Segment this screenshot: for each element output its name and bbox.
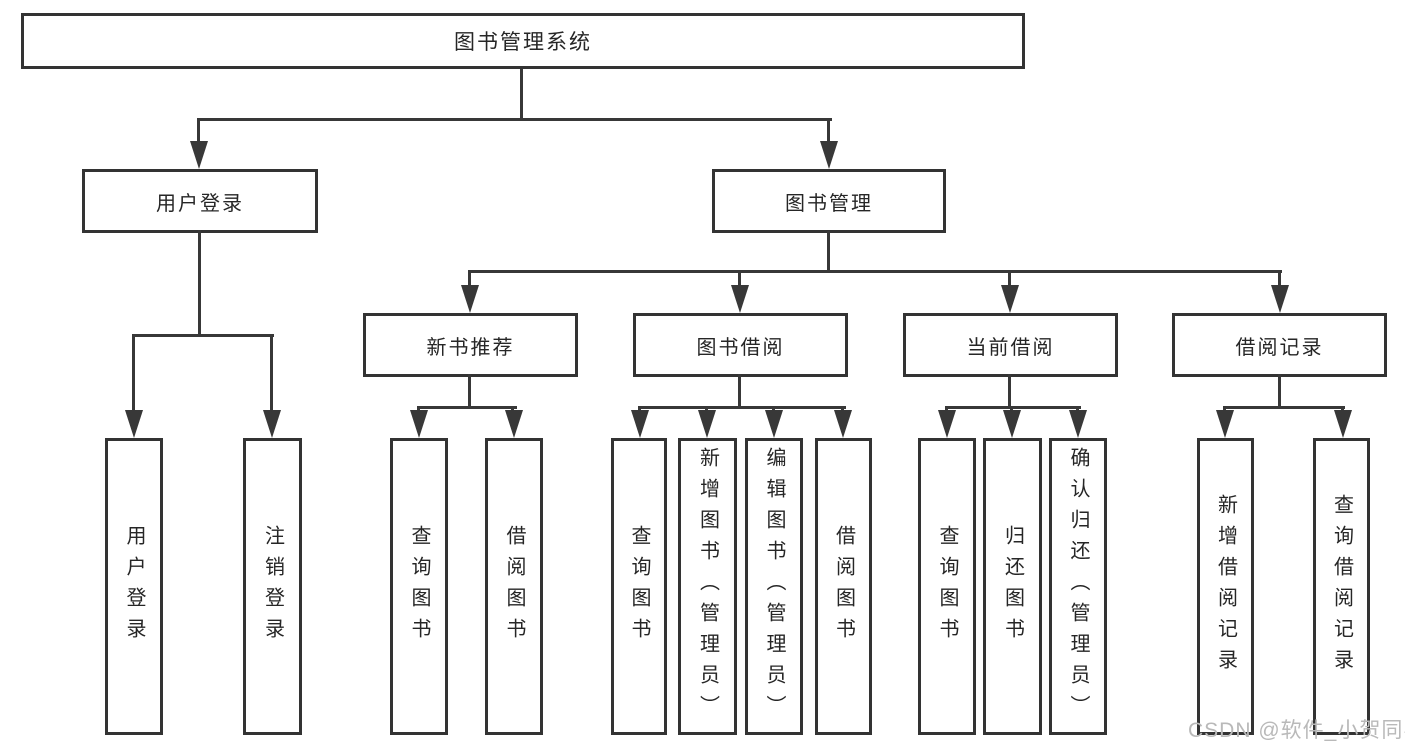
node-current-borrow: 当前借阅 (903, 313, 1118, 377)
connector-drop (511, 406, 514, 412)
arrowhead (190, 141, 208, 169)
arrowhead (505, 410, 523, 438)
arrowhead (834, 410, 852, 438)
connector-drop (945, 406, 948, 412)
leaf-user-login: 用户登录 (105, 438, 163, 735)
connector-drop (841, 406, 844, 412)
arrowhead (938, 410, 956, 438)
leaf-query-books-borrow: 查询图书 (611, 438, 667, 735)
node-root-label: 图书管理系统 (454, 31, 592, 54)
connector-root-branch (197, 118, 832, 121)
connector-drop (1223, 406, 1226, 412)
arrowhead (1334, 410, 1352, 438)
arrowhead (631, 410, 649, 438)
leaf-logout: 注销登录 (243, 438, 302, 735)
connector-drop (270, 334, 273, 410)
connector-borrow-branch (638, 406, 846, 409)
connector-drop (1341, 406, 1344, 412)
arrowhead (125, 410, 143, 438)
connector-current-branch (945, 406, 1081, 409)
arrowhead (1271, 285, 1289, 313)
leaf-label: 编辑图书（管理员） (763, 447, 785, 726)
connector-drop (1076, 406, 1079, 412)
arrowhead (698, 410, 716, 438)
node-user-login: 用户登录 (82, 169, 318, 233)
node-book-management-label: 图书管理 (785, 192, 873, 215)
arrowhead (1069, 410, 1087, 438)
node-user-login-label: 用户登录 (156, 192, 244, 215)
arrowhead (1001, 285, 1019, 313)
leaf-label: 查询借阅记录 (1330, 493, 1353, 680)
connector-current-stem (1008, 374, 1011, 409)
leaf-confirm-return-admin: 确认归还（管理员） (1049, 438, 1107, 735)
leaf-query-books-recommend: 查询图书 (390, 438, 448, 735)
arrowhead (731, 285, 749, 313)
leaf-return-book: 归还图书 (983, 438, 1042, 735)
connector-drop (197, 118, 200, 144)
connector-drop (132, 334, 135, 410)
leaf-label: 查询图书 (628, 524, 650, 649)
connector-drop (738, 270, 741, 285)
node-book-borrow-label: 图书借阅 (696, 336, 785, 359)
leaf-label: 新增借阅记录 (1214, 493, 1237, 680)
leaf-borrow-books-recommend: 借阅图书 (485, 438, 543, 735)
connector-drop (468, 270, 471, 285)
connector-root-stem (520, 69, 523, 120)
connector-records-stem (1278, 374, 1281, 409)
leaf-add-borrow-record: 新增借阅记录 (1197, 438, 1254, 735)
arrowhead (461, 285, 479, 313)
connector-records-branch (1223, 406, 1345, 409)
connector-drop (772, 406, 775, 412)
node-borrow-records-label: 借阅记录 (1235, 336, 1324, 359)
arrowhead (263, 410, 281, 438)
node-root: 图书管理系统 (21, 13, 1025, 69)
leaf-label: 确认归还（管理员） (1067, 447, 1089, 726)
watermark-text: CSDN @软件_小贺同学 (1188, 719, 1405, 742)
leaf-label: 查询图书 (408, 524, 430, 649)
arrowhead (765, 410, 783, 438)
connector-bookmgmt-stem (827, 231, 830, 273)
leaf-label: 归还图书 (1001, 524, 1024, 649)
leaf-edit-book-admin: 编辑图书（管理员） (745, 438, 803, 735)
connector-recommend-branch (417, 406, 517, 409)
leaf-label: 借阅图书 (503, 524, 525, 649)
connector-drop (1010, 406, 1013, 412)
leaf-query-borrow-record: 查询借阅记录 (1313, 438, 1370, 735)
node-new-book-recommend: 新书推荐 (363, 313, 578, 377)
connector-userlogin-stem (198, 230, 201, 337)
connector-userlogin-branch (132, 334, 274, 337)
leaf-label: 注销登录 (261, 524, 284, 649)
leaf-add-book-admin: 新增图书（管理员） (678, 438, 737, 735)
leaf-label: 新增图书（管理员） (696, 447, 719, 726)
node-current-borrow-label: 当前借阅 (966, 336, 1055, 359)
leaf-borrow-books-borrow: 借阅图书 (815, 438, 872, 735)
connector-drop (705, 406, 708, 412)
connector-drop (1278, 270, 1281, 285)
connector-drop (827, 118, 830, 144)
connector-recommend-stem (468, 374, 471, 409)
connector-bookmgmt-branch (468, 270, 1282, 273)
arrowhead (1003, 410, 1021, 438)
connector-borrow-stem (738, 374, 741, 409)
leaf-label: 用户登录 (123, 524, 145, 649)
leaf-label: 查询图书 (936, 524, 958, 649)
node-borrow-records: 借阅记录 (1172, 313, 1387, 377)
arrowhead (410, 410, 428, 438)
node-book-management: 图书管理 (712, 169, 946, 233)
connector-drop (638, 406, 641, 412)
leaf-query-books-current: 查询图书 (918, 438, 976, 735)
arrowhead (820, 141, 838, 169)
connector-drop (1008, 270, 1011, 285)
arrowhead (1216, 410, 1234, 438)
leaf-label: 借阅图书 (832, 524, 855, 649)
node-book-borrow: 图书借阅 (633, 313, 848, 377)
node-new-book-recommend-label: 新书推荐 (426, 336, 515, 359)
connector-drop (417, 406, 420, 412)
